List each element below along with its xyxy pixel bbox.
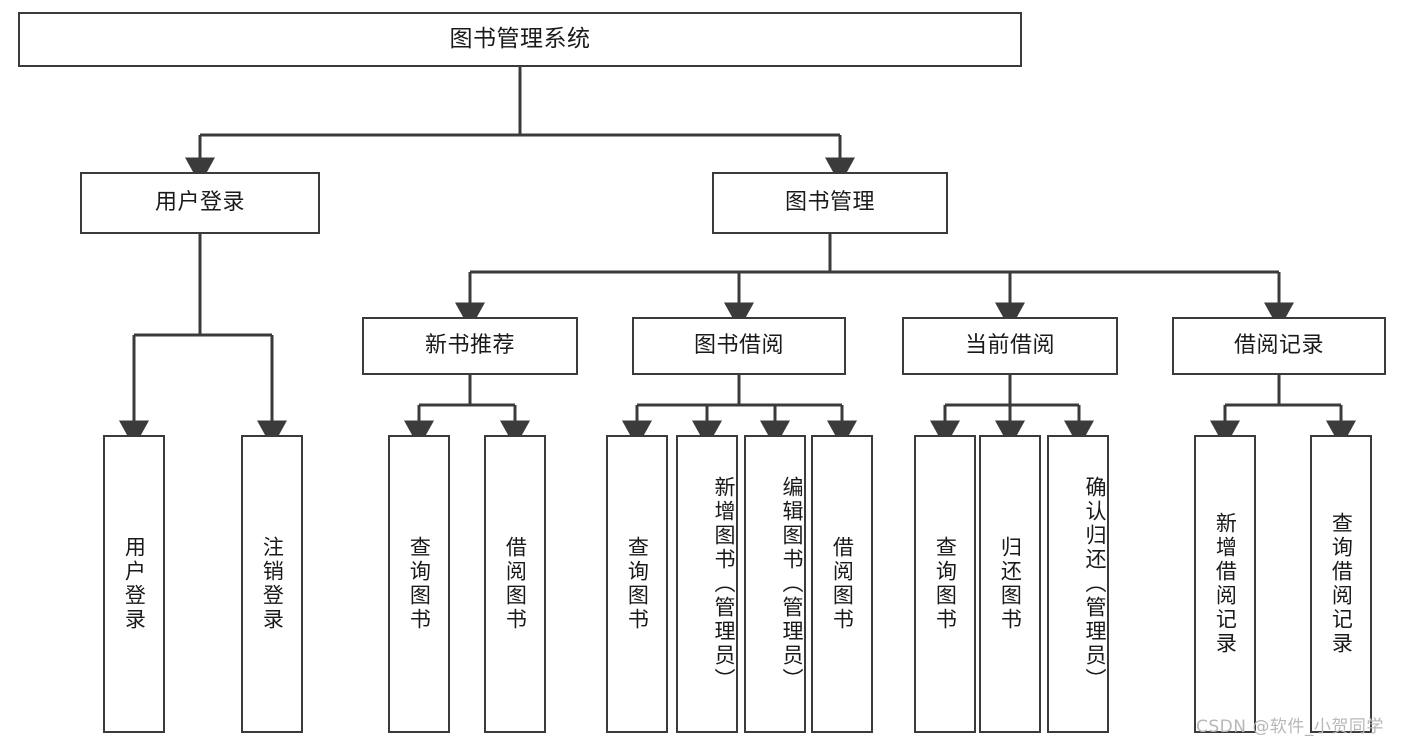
leaf-query-book-borrow[interactable]: 查询图书 [606,435,668,733]
node-new-book-recommend[interactable]: 新书推荐 [362,317,578,375]
node-label: 查询图书 [407,536,432,632]
node-label: 确认归还（管理员） [1083,476,1107,692]
leaf-logout[interactable]: 注销登录 [241,435,303,733]
node-label: 图书管理系统 [449,25,591,52]
leaf-query-book-new[interactable]: 查询图书 [388,435,450,733]
node-book-management[interactable]: 图书管理 [712,172,948,234]
node-book-borrow[interactable]: 图书借阅 [632,317,846,375]
node-label: 归还图书 [998,536,1023,632]
leaf-query-borrow-record[interactable]: 查询借阅记录 [1310,435,1372,733]
node-root[interactable]: 图书管理系统 [18,12,1022,67]
leaf-user-login[interactable]: 用户登录 [103,435,165,733]
node-label: 注销登录 [260,536,285,632]
leaf-return-book[interactable]: 归还图书 [979,435,1041,733]
watermark-text: CSDN @软件_小贺同学 [1196,717,1384,737]
node-label: 借阅图书 [503,536,528,632]
node-borrow-record[interactable]: 借阅记录 [1172,317,1386,375]
leaf-confirm-return-admin[interactable]: 确认归还（管理员） [1047,435,1109,733]
node-label: 新书推荐 [424,333,515,359]
node-label: 查询图书 [625,536,650,632]
node-label: 用户登录 [154,190,245,216]
node-label: 新增借阅记录 [1213,512,1238,656]
node-label: 当前借阅 [964,333,1055,359]
node-label: 查询图书 [933,536,958,632]
leaf-add-book-admin[interactable]: 新增图书（管理员） [676,435,738,733]
node-label: 编辑图书（管理员） [780,476,804,692]
node-label: 图书管理 [784,190,875,216]
leaf-add-borrow-record[interactable]: 新增借阅记录 [1194,435,1256,733]
node-label: 借阅记录 [1233,333,1324,359]
node-label: 用户登录 [122,536,147,632]
node-label: 图书借阅 [693,333,784,359]
node-current-borrow[interactable]: 当前借阅 [902,317,1118,375]
node-label: 查询借阅记录 [1329,512,1354,656]
leaf-borrow-book-new[interactable]: 借阅图书 [484,435,546,733]
leaf-borrow-book[interactable]: 借阅图书 [811,435,873,733]
node-label: 借阅图书 [830,536,855,632]
leaf-edit-book-admin[interactable]: 编辑图书（管理员） [744,435,806,733]
leaf-query-book-current[interactable]: 查询图书 [914,435,976,733]
node-label: 新增图书（管理员） [712,476,736,692]
node-user-login[interactable]: 用户登录 [80,172,320,234]
